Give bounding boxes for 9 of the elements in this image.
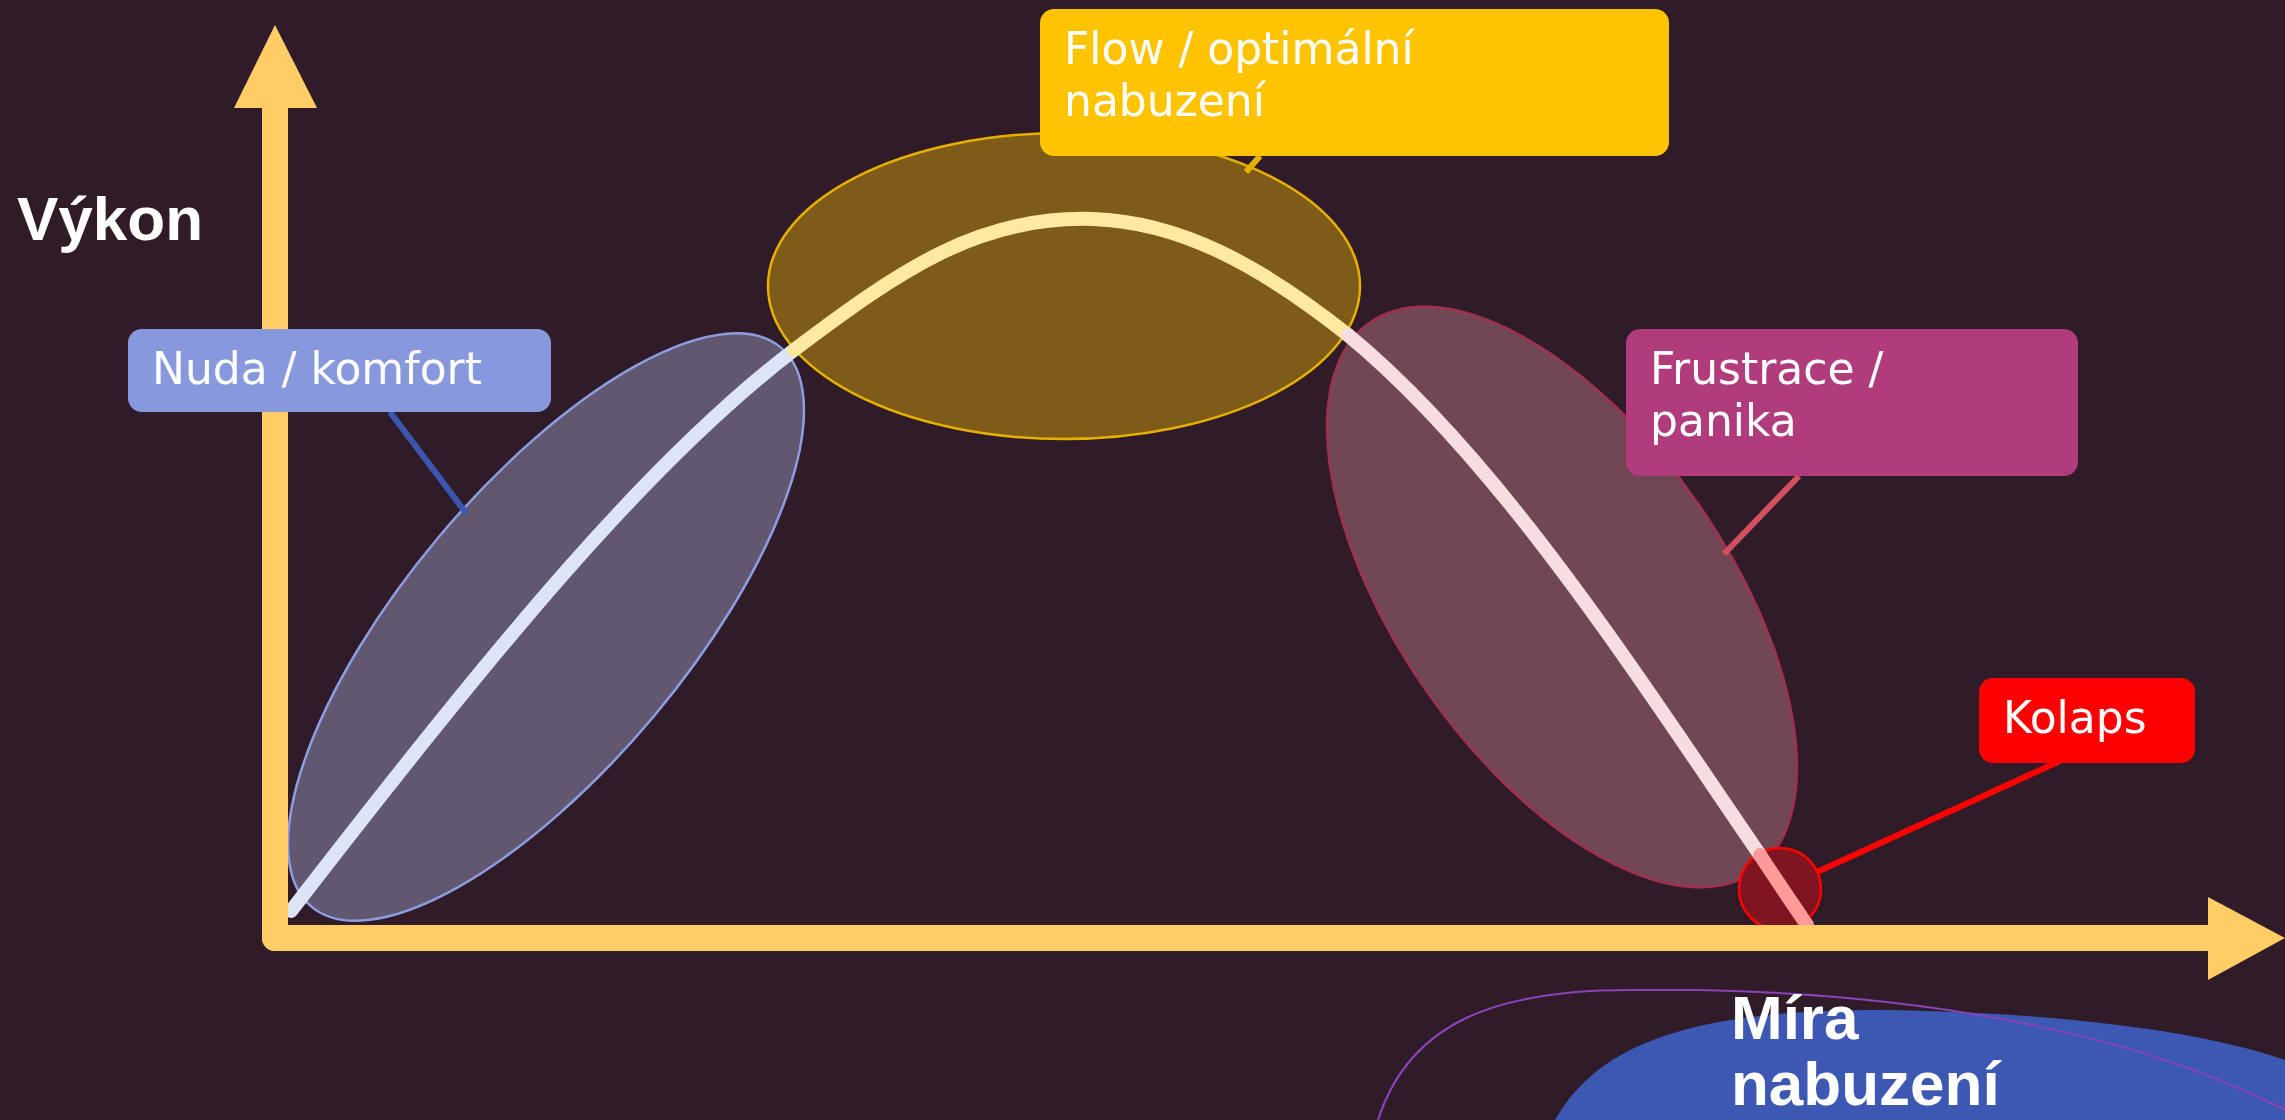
callout-label: Frustrace / panika <box>1626 329 2078 476</box>
callout-label: Flow / optimální nabuzení <box>1040 9 1669 156</box>
leader-line <box>1243 154 1263 174</box>
y-axis-label: Výkon <box>17 186 204 252</box>
leader-line <box>387 410 469 515</box>
leader-line <box>1721 473 1802 557</box>
callout-label: Nuda / komfort <box>128 329 551 412</box>
callout-label: Kolaps <box>1979 678 2195 763</box>
ellipse-region <box>766 131 1362 441</box>
